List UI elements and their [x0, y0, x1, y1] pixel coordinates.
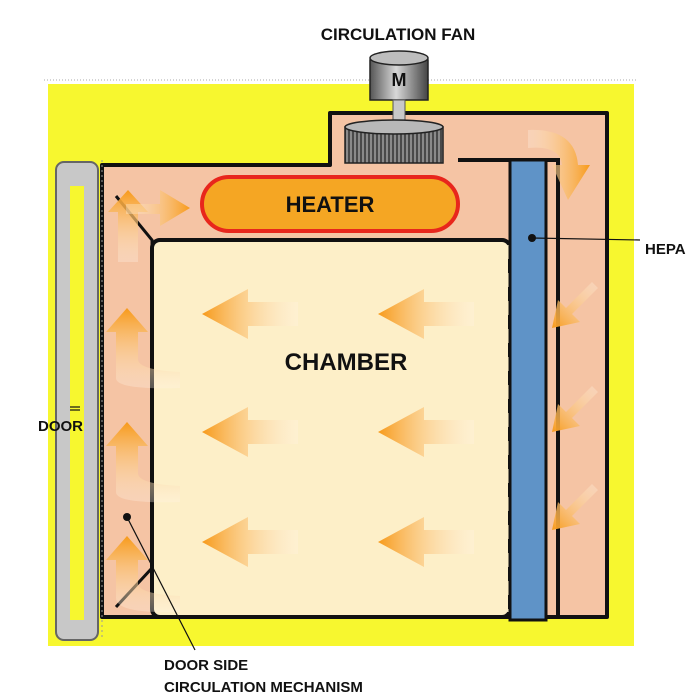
airflow-arrow-icon — [202, 289, 298, 339]
duct-divider — [458, 158, 560, 617]
door-side-label-line2: CIRCULATION MECHANISM — [164, 679, 363, 696]
hepa-filter — [508, 158, 548, 622]
heater — [200, 175, 460, 233]
airflow-arrow-icon — [378, 407, 474, 457]
airflow-arrow-icon — [528, 129, 590, 200]
airflow-arrow-icon — [552, 484, 598, 530]
door-side-label-line1: DOOR SIDE — [164, 657, 248, 674]
motor-icon: M — [369, 50, 429, 131]
airflow-arrow-icon — [378, 517, 474, 567]
door-side-leader-dot — [123, 513, 131, 521]
door-inner — [70, 186, 84, 620]
circulation-fan-label: CIRCULATION FAN — [321, 25, 476, 44]
airflow-arrow-icon — [126, 190, 190, 226]
return-duct-airflow-arrows — [528, 129, 598, 530]
airflow-arrow-icon — [202, 517, 298, 567]
hepa-label: HEPA — [645, 241, 686, 258]
door-side-leader-line — [126, 516, 196, 651]
door-side-airflow-arrows — [106, 190, 190, 613]
chamber-label: CHAMBER — [285, 349, 408, 376]
airflow-arrow-icon — [202, 407, 298, 457]
hepa-leader-dot — [528, 234, 536, 242]
door-label: DOOR — [38, 418, 83, 435]
airflow-arrow-icon — [552, 282, 598, 328]
airflow-arrow-icon — [378, 289, 474, 339]
hepa-leader-line — [531, 237, 641, 241]
fan-impeller-icon — [344, 119, 444, 164]
heater-label: HEATER — [286, 192, 375, 217]
airflow-arrow-icon — [106, 536, 180, 613]
airflow-arrow-icon — [106, 308, 180, 389]
airflow-arrow-icon — [106, 422, 180, 503]
airflow-arrow-icon — [552, 386, 598, 432]
chamber-airflow-arrows — [202, 289, 474, 567]
motor-label: M — [392, 70, 407, 90]
